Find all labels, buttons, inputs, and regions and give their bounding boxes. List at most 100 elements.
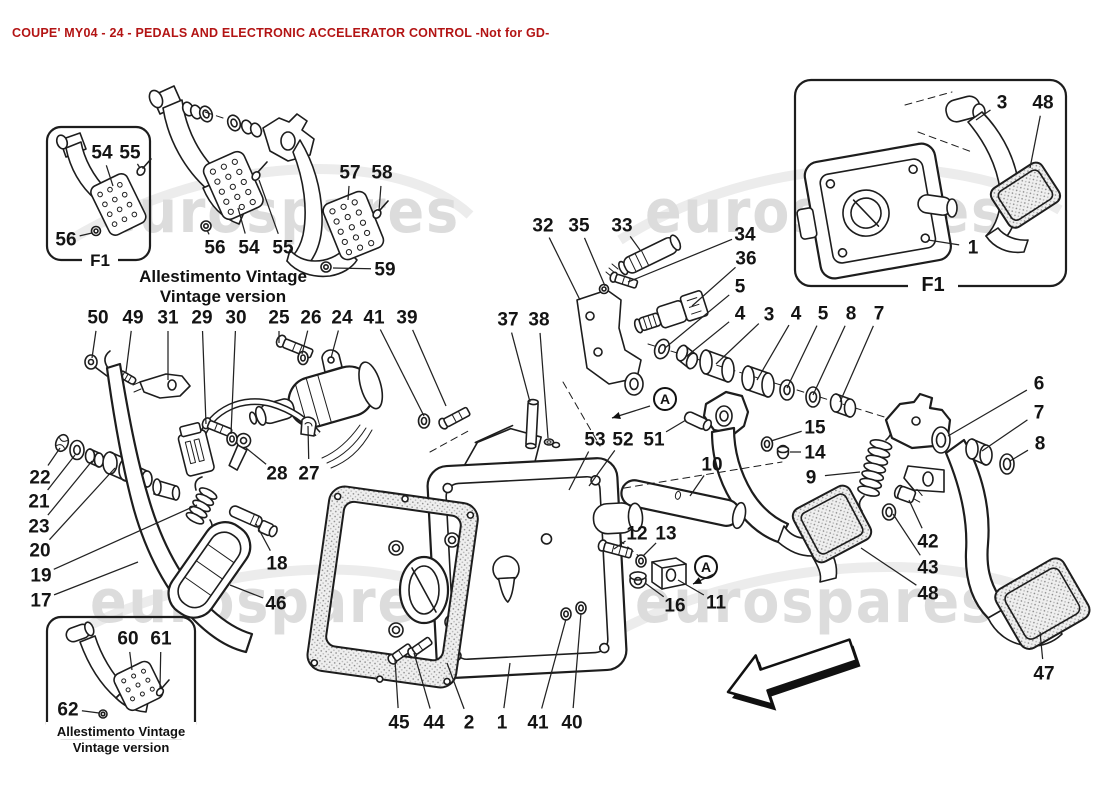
detail-marker-arrowhead: [693, 577, 702, 584]
part-label-53[interactable]: 53: [584, 430, 605, 451]
part-label-56[interactable]: 56: [204, 238, 225, 259]
part-label-45[interactable]: 45: [388, 713, 410, 734]
part-label-12[interactable]: 12: [626, 524, 647, 545]
leader-line-35: [583, 237, 606, 287]
leader-line-27: [307, 425, 310, 460]
part-label-22[interactable]: 22: [29, 468, 50, 489]
part-label-55[interactable]: 55: [119, 143, 141, 164]
part-label-41[interactable]: 41: [527, 713, 549, 734]
part-label-58[interactable]: 58: [371, 163, 392, 184]
part-label-54[interactable]: 54: [238, 238, 260, 259]
inset-f1-drawing: [796, 91, 1062, 280]
part-label-6[interactable]: 6: [1034, 374, 1045, 395]
part-label-31[interactable]: 31: [157, 308, 179, 329]
leader-line-26: [301, 330, 309, 355]
part-label-56[interactable]: 56: [55, 230, 76, 251]
part-label-5[interactable]: 5: [818, 304, 829, 325]
leader-line-5: [786, 325, 818, 389]
part-label-24[interactable]: 24: [331, 308, 353, 329]
part-label-62[interactable]: 62: [57, 700, 78, 721]
part-label-21[interactable]: 21: [28, 492, 50, 513]
part-label-34[interactable]: 34: [734, 225, 756, 246]
leader-line-37: [510, 332, 531, 403]
part-label-38[interactable]: 38: [528, 310, 549, 331]
leader-line-40: [572, 612, 582, 709]
part-label-23[interactable]: 23: [28, 517, 49, 538]
part-label-42[interactable]: 42: [917, 532, 938, 553]
page-title: COUPE' MY04 - 24 - PEDALS AND ELECTRONIC…: [12, 26, 550, 40]
switch-bracket-drawing: [576, 234, 709, 396]
part-label-26[interactable]: 26: [300, 308, 321, 329]
part-label-13[interactable]: 13: [655, 524, 676, 545]
throttle-linkage-drawing: [84, 354, 191, 399]
part-label-39[interactable]: 39: [396, 308, 417, 329]
part-label-55[interactable]: 55: [272, 238, 294, 259]
part-label-3[interactable]: 3: [997, 93, 1008, 114]
part-label-29[interactable]: 29: [191, 308, 212, 329]
part-label-52[interactable]: 52: [612, 430, 633, 451]
leader-line-58: [378, 185, 382, 212]
part-label-36[interactable]: 36: [735, 249, 756, 270]
part-label-50[interactable]: 50: [87, 308, 108, 329]
part-label-2[interactable]: 2: [464, 713, 475, 734]
part-label-9[interactable]: 9: [806, 468, 817, 489]
part-label-37[interactable]: 37: [497, 310, 518, 331]
part-label-51[interactable]: 51: [643, 430, 665, 451]
part-label-49[interactable]: 49: [122, 308, 143, 329]
leader-line-48: [1029, 115, 1041, 169]
part-label-44[interactable]: 44: [423, 713, 445, 734]
part-label-10[interactable]: 10: [701, 455, 722, 476]
part-label-16[interactable]: 16: [664, 596, 685, 617]
part-label-57[interactable]: 57: [339, 163, 360, 184]
leader-line-1: [927, 239, 960, 246]
part-label-54[interactable]: 54: [91, 143, 113, 164]
part-label-27[interactable]: 27: [298, 464, 319, 485]
leader-line-55: [136, 163, 141, 169]
part-label-35[interactable]: 35: [568, 216, 590, 237]
part-label-1[interactable]: 1: [968, 238, 979, 259]
part-label-47[interactable]: 47: [1033, 664, 1054, 685]
part-label-5[interactable]: 5: [735, 277, 746, 298]
part-label-14[interactable]: 14: [804, 443, 826, 464]
inset-vintage-bottom-drawing: [65, 621, 170, 719]
f1-tag: F1: [90, 251, 110, 270]
part-label-1[interactable]: 1: [497, 713, 508, 734]
part-label-20[interactable]: 20: [29, 541, 50, 562]
part-label-41[interactable]: 41: [363, 308, 385, 329]
part-label-61[interactable]: 61: [150, 629, 172, 650]
part-label-4[interactable]: 4: [791, 304, 802, 325]
part-label-3[interactable]: 3: [764, 305, 775, 326]
part-label-48[interactable]: 48: [917, 584, 938, 605]
part-label-4[interactable]: 4: [735, 304, 746, 325]
part-label-15[interactable]: 15: [804, 418, 826, 439]
part-label-48[interactable]: 48: [1032, 93, 1053, 114]
part-label-11[interactable]: 11: [706, 593, 727, 614]
caption-vintage-en: Vintage version: [160, 287, 286, 306]
part-label-18[interactable]: 18: [266, 554, 287, 575]
part-label-33[interactable]: 33: [611, 216, 632, 237]
accelerator-motor-drawing: [177, 334, 384, 477]
leader-line-61: [159, 651, 162, 689]
leader-line-44: [413, 652, 431, 709]
leader-line-30: [230, 330, 237, 435]
part-label-8[interactable]: 8: [846, 304, 857, 325]
part-label-19[interactable]: 19: [30, 566, 51, 587]
leader-line-42: [908, 499, 923, 529]
part-label-60[interactable]: 60: [117, 629, 138, 650]
watermark-text: eurospares: [90, 567, 450, 637]
part-label-17[interactable]: 17: [30, 591, 51, 612]
part-label-8[interactable]: 8: [1035, 434, 1046, 455]
part-label-30[interactable]: 30: [225, 308, 246, 329]
part-label-43[interactable]: 43: [917, 558, 938, 579]
leader-line-52: [588, 449, 616, 487]
watermark-text: eurospares: [100, 177, 460, 247]
part-label-46[interactable]: 46: [265, 594, 286, 615]
part-label-59[interactable]: 59: [374, 260, 395, 281]
part-label-40[interactable]: 40: [561, 713, 582, 734]
part-label-7[interactable]: 7: [874, 304, 885, 325]
part-label-7[interactable]: 7: [1034, 403, 1045, 424]
part-label-32[interactable]: 32: [532, 216, 553, 237]
part-label-25[interactable]: 25: [268, 308, 290, 329]
part-label-28[interactable]: 28: [266, 464, 287, 485]
